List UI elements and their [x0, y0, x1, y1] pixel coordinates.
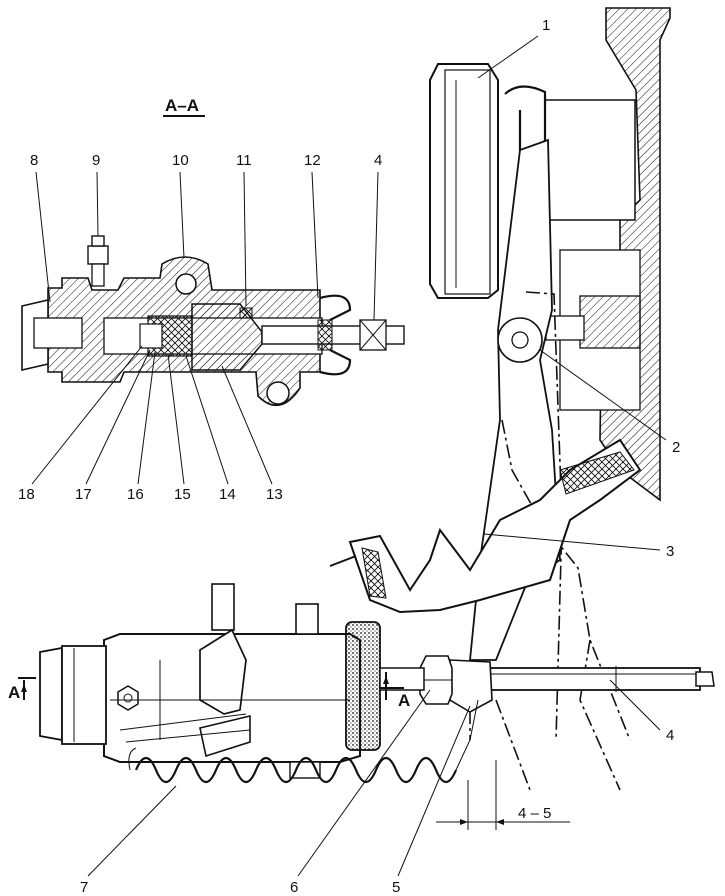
dust-boot: [319, 294, 352, 376]
leader-10: [179, 171, 185, 259]
pedal-pad: [429, 63, 499, 299]
section-mark-right: A: [398, 691, 410, 710]
leader-11: [243, 171, 247, 307]
callout-11: 11: [236, 152, 252, 169]
upper-boot-seal: [559, 451, 635, 495]
upper-mount-hole: [175, 273, 197, 295]
callout-4-bottom: 4: [666, 727, 674, 744]
cylinder-contour: [110, 699, 350, 743]
spring-hooks: [128, 699, 479, 771]
callout-8: 8: [30, 152, 38, 169]
leader-4-bottom: [609, 679, 661, 731]
piston-spring-seat: [139, 323, 163, 349]
leader-1: [477, 35, 539, 79]
callout-6: 6: [290, 879, 298, 896]
leader-5: [397, 705, 471, 877]
return-spring: [134, 756, 458, 784]
leader-7: [87, 785, 177, 877]
callout-5: 5: [392, 879, 400, 896]
dimension-4-5: 4 – 5: [436, 760, 570, 830]
callout-17: 17: [75, 486, 92, 503]
callout-3: 3: [666, 543, 674, 560]
section-callouts: 8 9 10 11 12 4 18 17 16 15 14 13: [18, 152, 382, 503]
dim-arrow-left: [460, 819, 468, 825]
cylinder-dust-cover: [345, 621, 381, 751]
leader-12: [311, 171, 319, 299]
pedal-pivot-hole: [511, 331, 529, 349]
leader-17: [85, 349, 151, 485]
floor-boot-seal: [361, 547, 387, 599]
spring-anchor-ear: [199, 714, 251, 758]
leader-6: [297, 689, 431, 877]
assembly-callouts: 1 2 3 4 5 6 7: [80, 17, 680, 896]
cylinder-end-nut: [39, 646, 63, 742]
callout-10: 10: [172, 152, 189, 169]
cylinder-rod: [379, 667, 425, 691]
top-boss-left: [211, 583, 235, 631]
dim-text: 4 – 5: [518, 805, 551, 822]
section-title: A–A: [165, 96, 199, 115]
leader-16: [137, 351, 156, 485]
top-boss-right: [295, 603, 319, 635]
pushrod-end: [695, 671, 715, 687]
leader-18: [31, 345, 143, 485]
bracket-plate: [544, 99, 636, 221]
leader-3: [483, 533, 661, 551]
pedal-alt-position-2: [579, 639, 621, 791]
leader-2: [539, 349, 667, 441]
callout-15: 15: [174, 486, 191, 503]
lower-mount-hole: [266, 381, 290, 405]
callout-2: 2: [672, 439, 680, 456]
callout-13: 13: [266, 486, 283, 503]
section-mark-left: A: [8, 683, 20, 702]
cylinder-end-cap: [61, 645, 107, 745]
pedal-assembly-view: [329, 7, 715, 791]
inlet-bore: [33, 317, 83, 349]
leader-13: [221, 365, 273, 485]
leader-4-top: [373, 171, 379, 321]
bleeder-stem: [91, 263, 105, 287]
pivot-bolt: [545, 315, 585, 341]
bleeder-cap: [91, 235, 105, 247]
dim-arrow-right: [496, 819, 504, 825]
leader-8: [35, 171, 51, 303]
leader-14: [185, 355, 229, 485]
callout-12: 12: [304, 152, 321, 169]
pedal-pad-rim: [444, 69, 491, 295]
leader-9: [96, 171, 99, 237]
callout-4-top: 4: [374, 152, 382, 169]
leader-15: [167, 353, 185, 485]
callout-16: 16: [127, 486, 144, 503]
section-mark-right-arrow: [383, 676, 389, 684]
callout-1: 1: [542, 17, 550, 34]
callout-14: 14: [219, 486, 236, 503]
ring-seal: [239, 307, 253, 319]
section-a-a-view: A–A: [21, 96, 405, 406]
master-cylinder-view: A A: [8, 583, 479, 784]
bleed-hex-center: [123, 693, 133, 703]
floor-line: [329, 555, 357, 567]
section-mark-left-arrow: [21, 684, 27, 692]
boot-retainer: [317, 319, 333, 351]
bleeder-screw: [87, 245, 109, 265]
pivot-boss: [579, 295, 641, 349]
callout-18: 18: [18, 486, 35, 503]
pushrod-flat-mark-2: [359, 319, 387, 351]
callout-7: 7: [80, 879, 88, 896]
clevis: [449, 659, 493, 713]
callout-9: 9: [92, 152, 100, 169]
